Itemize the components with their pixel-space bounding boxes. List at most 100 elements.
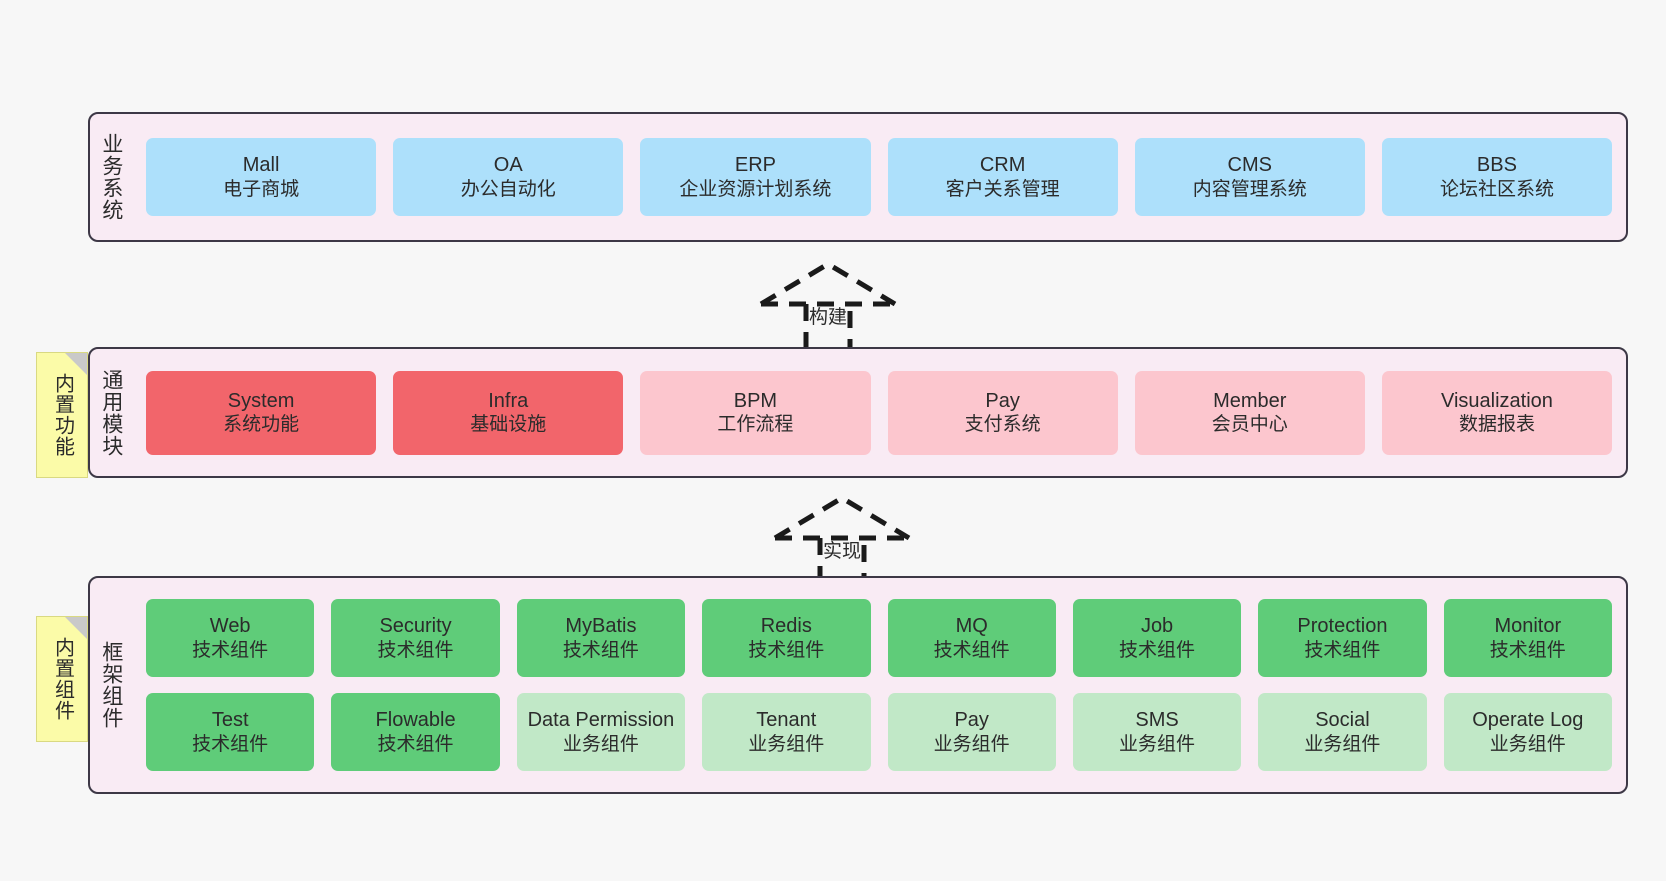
layer-common-modules-row-1: System 系统功能 Infra 基础设施 BPM 工作流程 Pay 支付系统… [146, 370, 1613, 455]
box-mybatis[interactable]: MyBatis 技术组件 [516, 599, 686, 677]
box-mq-name: MQ [955, 615, 988, 638]
box-cms-sub: 内容管理系统 [1192, 178, 1307, 200]
box-tenant-sub: 业务组件 [748, 733, 825, 755]
box-member-sub: 会员中心 [1211, 414, 1288, 436]
layer-framework-components-row-1: Web 技术组件 Security 技术组件 MyBatis 技术组件 Redi… [146, 599, 1612, 677]
box-visualization-name: Visualization [1440, 389, 1553, 412]
note-builtin-features-label: 内置功能 [51, 373, 74, 457]
box-sms[interactable]: SMS 业务组件 [1072, 693, 1242, 771]
box-flowable-name: Flowable [375, 709, 456, 732]
box-redis-sub: 技术组件 [748, 639, 825, 661]
box-pay-component-name: Pay [954, 709, 989, 732]
layer-business-systems-body: Mall 电子商城 OA 办公自动化 ERP 企业资源计划系统 CRM 客户关系… [132, 114, 1626, 240]
box-flowable[interactable]: Flowable 技术组件 [331, 693, 500, 771]
box-system-name: System [227, 389, 295, 412]
box-pay-component[interactable]: Pay 业务组件 [887, 693, 1056, 771]
box-test-name: Test [211, 709, 249, 732]
box-data-permission[interactable]: Data Permission 业务组件 [516, 693, 686, 771]
box-erp[interactable]: ERP 企业资源计划系统 [640, 138, 871, 216]
box-social-sub: 业务组件 [1304, 733, 1381, 755]
box-mybatis-sub: 技术组件 [562, 639, 639, 661]
layer-common-modules-body: System 系统功能 Infra 基础设施 BPM 工作流程 Pay 支付系统… [132, 349, 1626, 476]
box-cms-name: CMS [1227, 154, 1272, 177]
box-system-sub: 系统功能 [223, 414, 300, 436]
box-member[interactable]: Member 会员中心 [1134, 370, 1365, 455]
box-web-sub: 技术组件 [192, 639, 269, 661]
box-job-sub: 技术组件 [1119, 639, 1196, 661]
box-security[interactable]: Security 技术组件 [331, 599, 500, 677]
box-security-sub: 技术组件 [377, 639, 454, 661]
box-operate-log-sub: 业务组件 [1489, 733, 1566, 755]
box-web[interactable]: Web 技术组件 [146, 599, 315, 677]
box-test-sub: 技术组件 [192, 733, 269, 755]
box-bbs-sub: 论坛社区系统 [1439, 178, 1554, 200]
box-oa-sub: 办公自动化 [460, 178, 556, 200]
box-visualization[interactable]: Visualization 数据报表 [1381, 370, 1613, 455]
box-infra-sub: 基础设施 [470, 414, 547, 436]
box-protection-name: Protection [1297, 615, 1388, 638]
box-monitor[interactable]: Monitor 技术组件 [1443, 599, 1612, 677]
connector-build: 构建 [748, 258, 908, 358]
box-sms-sub: 业务组件 [1119, 733, 1196, 755]
box-redis[interactable]: Redis 技术组件 [702, 599, 871, 677]
layer-common-modules-title: 通用模块 [99, 368, 123, 457]
box-infra-name: Infra [488, 389, 529, 412]
box-bpm[interactable]: BPM 工作流程 [640, 370, 871, 455]
box-web-name: Web [209, 615, 251, 638]
layer-common-modules: 通用模块 System 系统功能 Infra 基础设施 BPM 工作流程 Pay… [88, 347, 1628, 478]
layer-framework-components: 框架组件 Web 技术组件 Security 技术组件 MyBatis 技术组件… [88, 576, 1628, 794]
box-test[interactable]: Test 技术组件 [146, 693, 315, 771]
box-protection-sub: 技术组件 [1304, 639, 1381, 661]
box-pay-component-sub: 业务组件 [933, 733, 1010, 755]
note-builtin-components: 内置组件 [36, 616, 88, 742]
box-bbs[interactable]: BBS 论坛社区系统 [1381, 138, 1613, 216]
box-crm-name: CRM [979, 154, 1026, 177]
box-tenant[interactable]: Tenant 业务组件 [702, 693, 871, 771]
box-operate-log[interactable]: Operate Log 业务组件 [1443, 693, 1612, 771]
layer-framework-components-row-2: Test 技术组件 Flowable 技术组件 Data Permission … [146, 693, 1612, 771]
connector-implement-label: 实现 [822, 541, 861, 562]
box-job-name: Job [1140, 615, 1174, 638]
box-bbs-name: BBS [1476, 154, 1517, 177]
box-sms-name: SMS [1135, 709, 1179, 732]
box-social-name: Social [1315, 709, 1370, 732]
box-job[interactable]: Job 技术组件 [1072, 599, 1242, 677]
box-mall-name: Mall [242, 154, 280, 177]
box-social[interactable]: Social 业务组件 [1258, 693, 1427, 771]
box-bpm-name: BPM [733, 389, 778, 412]
box-mall-sub: 电子商城 [223, 178, 300, 200]
box-security-name: Security [379, 615, 452, 638]
box-operate-log-name: Operate Log [1472, 709, 1584, 732]
box-bpm-sub: 工作流程 [717, 414, 794, 436]
box-oa-name: OA [493, 154, 523, 177]
box-protection[interactable]: Protection 技术组件 [1258, 599, 1427, 677]
box-pay-module-name: Pay [985, 389, 1020, 412]
box-mq-sub: 技术组件 [933, 639, 1010, 661]
box-visualization-sub: 数据报表 [1458, 414, 1535, 436]
box-data-permission-sub: 业务组件 [562, 733, 639, 755]
box-crm-sub: 客户关系管理 [945, 178, 1060, 200]
box-pay-module-sub: 支付系统 [964, 414, 1041, 436]
layer-business-systems: 业务系统 Mall 电子商城 OA 办公自动化 ERP 企业资源计划系统 CRM… [88, 112, 1628, 242]
box-monitor-sub: 技术组件 [1489, 639, 1566, 661]
box-pay-module[interactable]: Pay 支付系统 [887, 370, 1118, 455]
box-mybatis-name: MyBatis [565, 615, 637, 638]
box-infra[interactable]: Infra 基础设施 [393, 370, 624, 455]
box-erp-sub: 企业资源计划系统 [679, 178, 832, 200]
box-monitor-name: Monitor [1494, 615, 1562, 638]
box-member-name: Member [1213, 389, 1287, 412]
box-redis-name: Redis [760, 615, 812, 638]
box-mq[interactable]: MQ 技术组件 [887, 599, 1056, 677]
box-crm[interactable]: CRM 客户关系管理 [887, 138, 1118, 216]
box-system[interactable]: System 系统功能 [146, 370, 377, 455]
box-oa[interactable]: OA 办公自动化 [393, 138, 624, 216]
box-cms[interactable]: CMS 内容管理系统 [1134, 138, 1365, 216]
layer-business-systems-title: 业务系统 [99, 133, 123, 221]
box-flowable-sub: 技术组件 [377, 733, 454, 755]
box-erp-name: ERP [734, 154, 776, 177]
box-mall[interactable]: Mall 电子商城 [146, 138, 377, 216]
note-builtin-components-label: 内置组件 [51, 637, 74, 721]
layer-framework-components-title: 框架组件 [99, 641, 123, 729]
layer-business-systems-row-1: Mall 电子商城 OA 办公自动化 ERP 企业资源计划系统 CRM 客户关系… [146, 138, 1613, 216]
box-tenant-name: Tenant [756, 709, 817, 732]
